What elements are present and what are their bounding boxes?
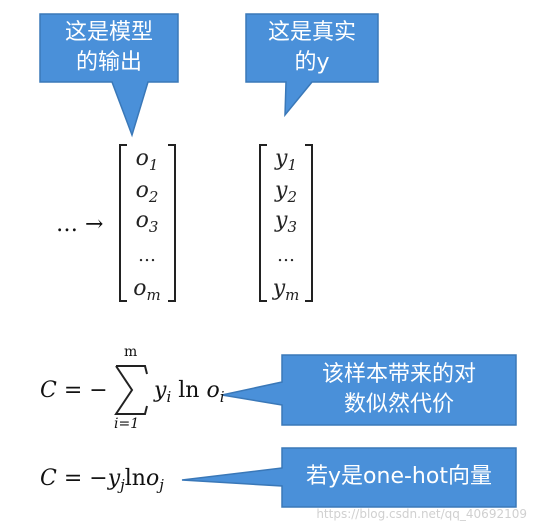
vector-y-subscript: 2 [287,188,297,207]
vector-o-subscript: 1 [148,156,159,175]
vector-y-entry: … [256,242,316,267]
callout-contribution-text: 该样本带来的对 数似然代价 [321,362,476,417]
formula1-lhs-text: C = − [40,378,108,403]
bracket-o-left [119,144,127,302]
vector-o-entry: o3 [117,208,177,236]
bracket-y-left [259,144,267,302]
formula2-lhs: C = − [40,466,108,491]
vector-o-entry: o1 [117,146,177,174]
vector-y-subscript: 3 [287,218,297,237]
vector-y-entry: y1 [256,146,316,174]
callout-model-output-text: 这是模型 的输出 [64,20,153,75]
arrow-lead: … → [56,212,104,237]
summation-sign [114,365,148,415]
formula2-o-sub: j [159,476,164,495]
formula2-o: o [145,466,160,491]
watermark: https://blog.csdn.net/qq_40692109 [316,507,527,521]
callout-one-hot [181,447,517,508]
vector-o-dots: … [138,245,156,266]
vector-o-subscript: 2 [148,188,159,207]
vector-o-symbol: o [135,178,149,203]
vector-y-symbol: y [275,208,288,233]
vector-o-subscript: 3 [148,218,159,237]
vector-y-symbol: y [275,178,288,203]
callout-true-y-text: 这是真实 的y [267,20,356,75]
vector-o-entry: … [117,242,177,267]
bracket-y-right [305,144,313,302]
bracket-o-right [168,144,176,302]
vector-y-subscript: 1 [287,156,297,175]
formula1-term: yi ln oi [154,378,225,406]
formula2-ln: ln [124,466,146,491]
vector-y-symbol: y [275,146,288,171]
vector-o-entry: om [117,276,177,304]
vector-y-entry: ym [256,276,316,304]
formula1-y-sub: i [166,388,172,407]
formula2: C = −yjlnoj [40,466,164,494]
formula1-sum-top: m [124,344,138,360]
formula2-y-sub: j [120,476,125,495]
formula1-o: o [206,378,220,403]
vector-o-entry: o2 [117,178,177,206]
vector-y-entry: y3 [256,208,316,236]
formula1-ln: ln [178,378,200,403]
callout-model-output [39,13,179,138]
callout-contribution [221,354,517,426]
vector-o-symbol: o [135,146,149,171]
formula1-lhs: C = − [40,378,108,403]
callout-true-y [245,13,379,118]
formula1-o-sub: i [219,388,225,407]
vector-y-dots: … [277,245,295,266]
formula1-y: y [154,378,167,403]
vector-y-subscript: m [285,286,300,305]
callout-one-hot-text: 若y是one-hot向量 [306,464,492,489]
vector-o-symbol: o [133,276,147,301]
vector-y-symbol: y [272,276,286,301]
vector-o-subscript: m [146,286,161,305]
formula2-y: y [107,466,121,491]
vector-o-symbol: o [135,208,149,233]
formula1-sum-bottom: i=1 [114,416,140,432]
vector-y-entry: y2 [256,178,316,206]
